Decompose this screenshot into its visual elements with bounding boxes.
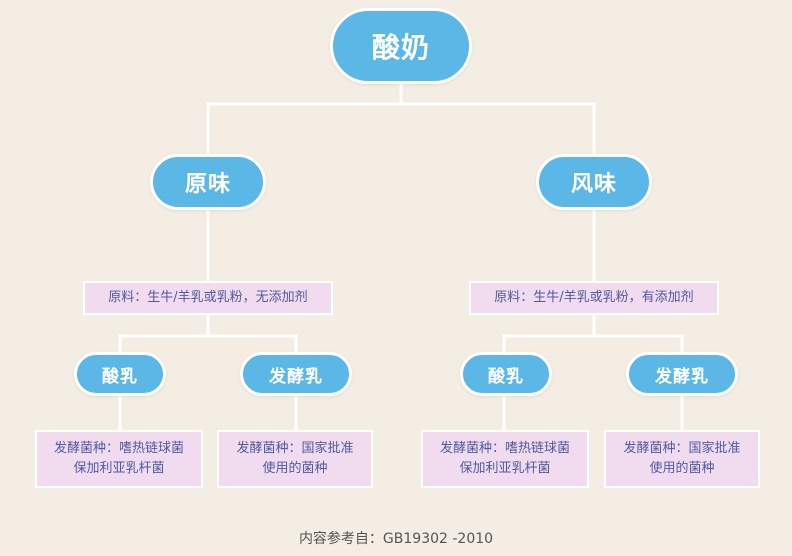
material-text: 原料：生牛/羊乳或乳粉，有添加剂 [494,290,694,305]
source-footnote: 内容参考自：GB19302 -2010 [298,531,494,547]
material-box-flavored: 原料：生牛/羊乳或乳粉，有添加剂 [469,281,719,315]
detail-line: 使用的菌种 [262,461,328,476]
child-node-label: 酸乳 [102,366,138,387]
child-node: 发酵乳 [626,352,738,396]
child-node-label: 发酵乳 [269,366,323,387]
material-box-original: 原料：生牛/羊乳或乳粉，无添加剂 [83,281,333,315]
connector-right-split [502,315,684,356]
child-node-label: 发酵乳 [655,366,709,387]
detail-box: 发酵菌种：嗜热链球菌 保加利亚乳杆菌 [421,430,589,488]
child-node-label: 酸乳 [488,366,524,387]
detail-line: 保加利亚乳杆菌 [459,461,551,476]
detail-line: 保加利亚乳杆菌 [73,461,165,476]
connector-left-children [118,394,298,432]
detail-line: 发酵菌种：嗜热链球菌 [439,441,570,456]
child-node: 发酵乳 [240,352,352,396]
root-node-label: 酸奶 [371,31,430,64]
detail-box: 发酵菌种：国家批准 使用的菌种 [604,430,760,488]
detail-box: 发酵菌种：嗜热链球菌 保加利亚乳杆菌 [35,430,203,488]
connector-root [206,84,596,156]
child-node: 酸乳 [460,352,552,396]
detail-box: 发酵菌种：国家批准 使用的菌种 [217,430,373,488]
connector-left-split [118,315,298,356]
detail-line: 发酵菌种：国家批准 [623,441,741,456]
branch-node-flavored: 风味 [536,154,652,210]
child-node: 酸乳 [74,352,166,396]
detail-line: 发酵菌种：国家批准 [236,441,354,456]
branch-node-label: 原味 [184,172,231,197]
material-text: 原料：生牛/羊乳或乳粉，无添加剂 [108,290,308,305]
detail-line: 使用的菌种 [649,461,715,476]
branch-node-label: 风味 [570,172,617,197]
connector-right-children [502,394,684,432]
detail-line: 发酵菌种：嗜热链球菌 [53,441,184,456]
branch-node-original: 原味 [150,154,266,210]
root-node: 酸奶 [330,8,472,84]
